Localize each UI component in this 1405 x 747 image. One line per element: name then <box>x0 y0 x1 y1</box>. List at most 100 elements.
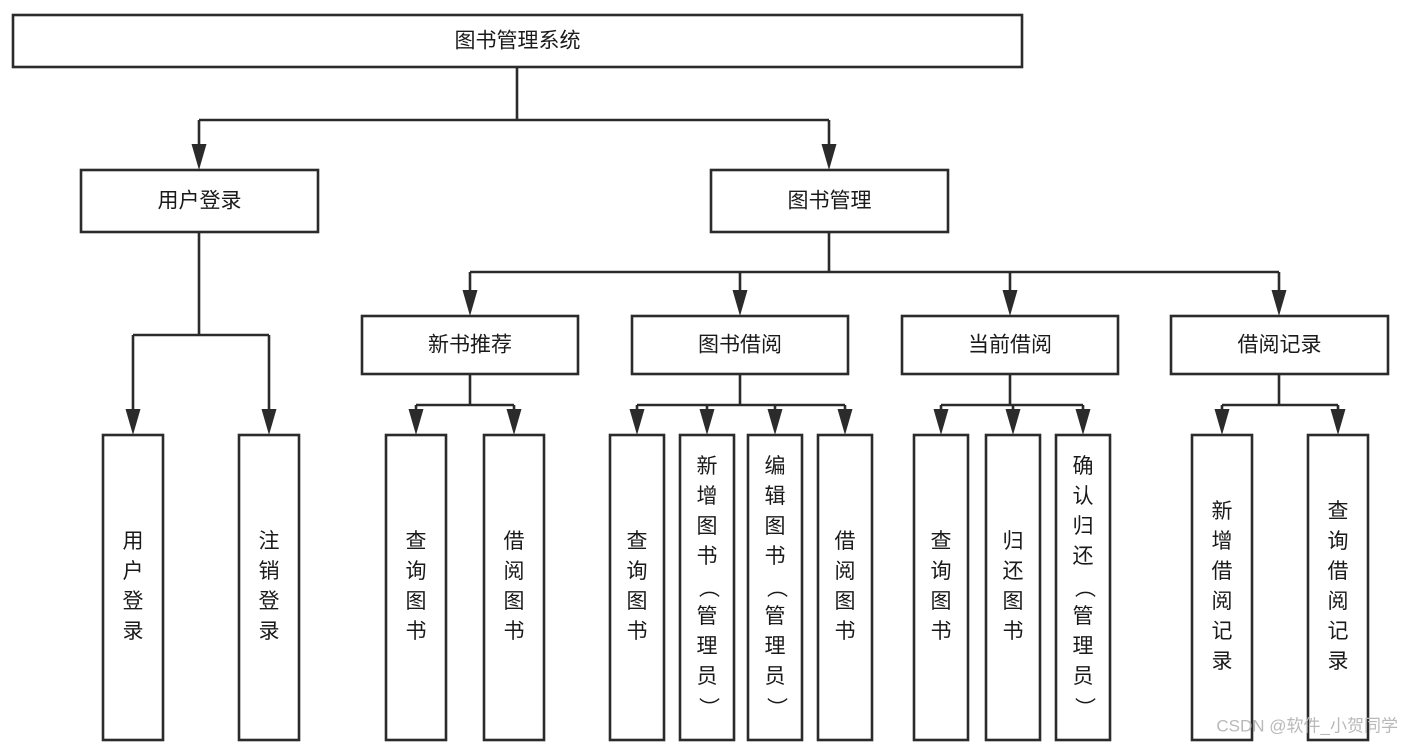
node-label-char: 阅 <box>1212 590 1233 613</box>
node-box[interactable] <box>79 168 320 234</box>
node-label-char: 增 <box>1212 530 1233 553</box>
node-box[interactable] <box>1190 433 1254 742</box>
node-label-char: 书 <box>697 545 718 568</box>
node-box[interactable] <box>816 433 874 742</box>
node-box[interactable] <box>630 314 850 376</box>
connector-arrow-icon <box>1002 290 1018 316</box>
node-label: 用户登录 <box>158 190 242 213</box>
node-label-char: 登 <box>259 590 280 613</box>
node-label-char: 图 <box>1003 590 1024 613</box>
node-new-book-recommend[interactable]: 新书推荐 <box>360 314 580 376</box>
watermark-layer: CSDN @软件_小贺同学 <box>1216 716 1398 735</box>
connector-arrow-icon <box>261 409 277 435</box>
node-label: 当前借阅 <box>968 334 1052 357</box>
node-box[interactable] <box>1306 433 1370 742</box>
node-label-char: 员 <box>697 665 718 688</box>
connector-arrow-icon <box>1214 409 1230 435</box>
node-label: 图书借阅 <box>698 334 782 357</box>
node-label-char: 询 <box>406 560 427 583</box>
node-label-char: 阅 <box>835 560 856 583</box>
node-label-char: 管 <box>697 605 718 628</box>
node-label-char: 书 <box>765 545 786 568</box>
node-label-char: 新 <box>697 455 718 478</box>
node-label-char: 录 <box>123 620 144 643</box>
node-borrow-record[interactable]: 借阅记录 <box>1169 314 1390 376</box>
node-label-char: 询 <box>931 560 952 583</box>
node-label-char: 员 <box>1073 665 1094 688</box>
node-label-char: 查 <box>931 530 952 553</box>
node-label-char: 户 <box>123 560 144 583</box>
node-label-char: 记 <box>1212 620 1233 643</box>
node-label-char: 借 <box>835 530 856 553</box>
node-box[interactable] <box>678 433 736 742</box>
connector-arrow-icon <box>1075 409 1091 435</box>
node-box[interactable] <box>360 314 580 376</box>
node-label-char: 编 <box>765 455 786 478</box>
node-box[interactable] <box>237 433 301 742</box>
node-box[interactable] <box>608 433 666 742</box>
node-label-char: 录 <box>1212 650 1233 673</box>
node-book-management[interactable]: 图书管理 <box>709 168 950 234</box>
node-label-char: 书 <box>504 620 525 643</box>
node-label-char: 阅 <box>1328 590 1349 613</box>
node-box[interactable] <box>746 433 804 742</box>
node-label-char: （ <box>764 577 787 598</box>
node-user-login[interactable]: 用户登录 <box>79 168 320 234</box>
node-box[interactable] <box>900 314 1120 376</box>
connectors-layer <box>125 67 1346 435</box>
node-label-char: 图 <box>406 590 427 613</box>
node-label-char: 归 <box>1073 515 1094 538</box>
node-label-char: 录 <box>259 620 280 643</box>
node-box[interactable] <box>912 433 970 742</box>
node-box[interactable] <box>101 433 165 742</box>
connector-arrow-icon <box>837 409 853 435</box>
node-box[interactable] <box>482 433 546 742</box>
node-book-borrow[interactable]: 图书借阅 <box>630 314 850 376</box>
connector-arrow-icon <box>125 409 141 435</box>
node-label-char: 借 <box>504 530 525 553</box>
node-label-char: 增 <box>697 485 718 508</box>
connector-arrow-icon <box>699 409 715 435</box>
node-label-char: 图 <box>835 590 856 613</box>
node-label-char: 阅 <box>504 560 525 583</box>
node-box[interactable] <box>984 433 1042 742</box>
connector-group-conn-borrow-record <box>1214 374 1346 435</box>
node-box[interactable] <box>11 13 1024 69</box>
node-label-char: 登 <box>123 590 144 613</box>
node-box[interactable] <box>709 168 950 234</box>
node-current-borrow[interactable]: 当前借阅 <box>900 314 1120 376</box>
node-label-char: 借 <box>1212 560 1233 583</box>
connector-arrow-icon <box>408 409 424 435</box>
connector-group-conn-user-login <box>125 232 277 435</box>
node-label-char: 理 <box>765 635 786 658</box>
node-root[interactable]: 图书管理系统 <box>11 13 1024 69</box>
node-leaf-user-login[interactable]: 用户登录 <box>101 433 165 742</box>
node-box[interactable] <box>1054 433 1112 742</box>
node-label-char: 图 <box>504 590 525 613</box>
node-label-char: 还 <box>1073 545 1094 568</box>
node-label-char: ） <box>1072 697 1095 718</box>
node-label-char: 注 <box>259 530 280 553</box>
node-label-char: 归 <box>1003 530 1024 553</box>
connector-group-conn-book-borrow <box>629 374 853 435</box>
node-box[interactable] <box>1169 314 1390 376</box>
node-label-char: 新 <box>1212 500 1233 523</box>
node-box[interactable] <box>384 433 448 742</box>
node-label: 新书推荐 <box>428 334 512 357</box>
node-label: 借阅记录 <box>1238 334 1322 357</box>
node-label-char: 认 <box>1073 485 1094 508</box>
node-label-char: 录 <box>1328 650 1349 673</box>
